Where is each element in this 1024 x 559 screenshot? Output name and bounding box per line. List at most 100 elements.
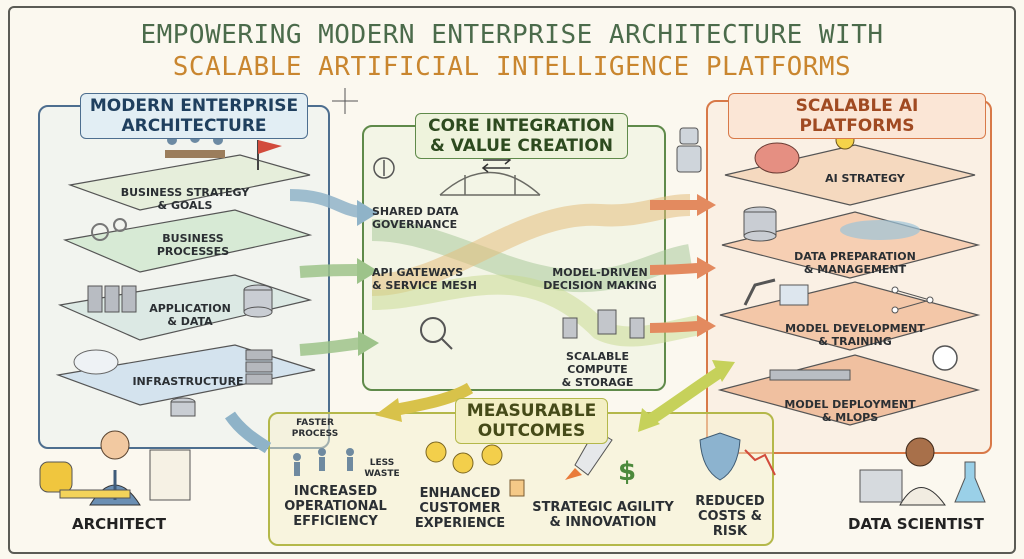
brain-icon (754, 142, 800, 174)
magnifier-icon (420, 317, 453, 350)
item-scalable-compute: SCALABLE COMPUTE & STORAGE (535, 350, 660, 389)
layer-application-line1: APPLICATION (149, 302, 231, 315)
layer-application-line2: & DATA (167, 315, 213, 328)
data-scientist-figure (899, 437, 946, 506)
downtrend-chart-icon (744, 449, 776, 476)
model-driven-line2: DECISION MAKING (543, 279, 657, 292)
layer-strategy-line1: BUSINESS STRATEGY (120, 186, 250, 199)
ai-data-line1: DATA PREPARATION (794, 250, 916, 263)
monitor-icon (779, 284, 809, 306)
efficiency-line2: OPERATIONAL (284, 499, 387, 514)
arrow-integration-to-outcomes (393, 382, 474, 416)
costs-line1: REDUCED (695, 494, 765, 509)
agility-line1: STRATEGIC AGILITY (532, 500, 674, 515)
storage-icon (170, 397, 196, 417)
ai-layer-label-data: DATA PREPARATION & MANAGEMENT (780, 250, 930, 276)
ai-layer-label-model-dev: MODEL DEVELOPMENT & TRAINING (775, 322, 935, 348)
less-waste-label: LESS WASTE (362, 458, 402, 480)
customer-line2: CUSTOMER (419, 501, 501, 516)
layer-label-strategy: BUSINESS STRATEGY & GOALS (115, 186, 255, 212)
outcomes-panel-title: MEASURABLE OUTCOMES (455, 398, 608, 444)
compute-line2: & STORAGE (561, 376, 634, 389)
thumbs-up-icon (509, 479, 525, 497)
governance-line1: SHARED DATA (372, 205, 459, 218)
less-waste-line2: WASTE (364, 469, 400, 479)
robot-icon (676, 127, 702, 173)
gears-icon (91, 218, 127, 241)
efficiency-line1: INCREASED (293, 484, 378, 499)
integration-band-1 (371, 219, 693, 293)
compass-icon (373, 157, 395, 179)
item-api-gateways: API GATEWAYS & SERVICE MESH (372, 266, 482, 292)
arrow-integration-to-model (649, 321, 701, 333)
customer-line3: EXPERIENCE (414, 516, 506, 531)
arrow-processes-to-integration (299, 264, 361, 278)
shield-icon (699, 432, 741, 481)
compass-rose-icon (332, 88, 358, 114)
ai-deploy-line2: & MLOPS (821, 411, 879, 424)
integration-band-3 (371, 274, 702, 347)
item-model-driven: MODEL-DRIVEN DECISION MAKING (540, 266, 660, 292)
pipeline-icon (769, 369, 851, 381)
layer-label-processes: BUSINESS PROCESSES (148, 232, 238, 258)
layer-processes-line2: PROCESSES (156, 245, 230, 258)
outcome-efficiency: INCREASED OPERATIONAL EFFICIENCY (278, 484, 393, 529)
ai-data-line2: & MANAGEMENT (803, 263, 907, 276)
data-storage-icon (743, 206, 777, 242)
architect-label: ARCHITECT (72, 515, 167, 533)
integration-title-line2: & VALUE CREATION (429, 136, 614, 156)
item-shared-data-governance: SHARED DATA GOVERNANCE (372, 205, 472, 231)
enterprise-layer-1 (67, 154, 311, 211)
robot-arm-icon (743, 278, 776, 306)
arrow-infra-to-outcomes (225, 411, 272, 454)
ai-model-dev-line1: MODEL DEVELOPMENT (785, 322, 925, 335)
layer-strategy-line2: & GOALS (157, 199, 213, 212)
arrow-outcomes-to-ai (646, 366, 724, 425)
outer-frame (8, 6, 1016, 554)
ai-deploy-line1: MODEL DEPLOYMENT (784, 398, 916, 411)
compute-line1: SCALABLE COMPUTE (566, 350, 629, 376)
outcomes-title-line1: MEASURABLE (466, 401, 597, 421)
compute-servers-icon (562, 309, 645, 339)
faster-process-label: FASTER PROCESS (291, 418, 339, 439)
smiley-faces-icon (425, 441, 503, 474)
cloud-icon (73, 349, 119, 375)
costs-line2: COSTS & RISK (697, 509, 763, 539)
flag-icon (257, 140, 282, 170)
outcome-reduced-costs: REDUCED COSTS & RISK (680, 494, 780, 539)
outcome-customer-experience: ENHANCED CUSTOMER EXPERIENCE (410, 486, 510, 531)
dollar-icon: $ (618, 457, 636, 487)
bridge-icon (439, 171, 541, 196)
network-icon (891, 286, 934, 314)
ai-layer-3 (719, 281, 981, 351)
customer-line1: ENHANCED (419, 486, 501, 501)
arrow-strategy-to-integration (289, 189, 361, 218)
clipboard-icon (149, 449, 191, 501)
ai-layer-1 (724, 144, 976, 206)
outcomes-title-line2: OUTCOMES (477, 421, 586, 441)
layer-label-application: APPLICATION & DATA (140, 302, 240, 328)
data-lake-icon (840, 220, 920, 240)
agility-line2: & INNOVATION (549, 515, 657, 530)
flask-icon (954, 461, 986, 503)
enterprise-title-line2: ARCHITECTURE (121, 116, 267, 136)
laptop-icon (859, 469, 903, 503)
ai-layer-4 (717, 354, 981, 426)
svg-text:$: $ (618, 457, 636, 487)
server-icons (87, 285, 137, 313)
governance-line2: GOVERNANCE (372, 218, 458, 231)
main-title-line2: SCALABLE ARTIFICIAL INTELLIGENCE PLATFOR… (172, 52, 852, 82)
integration-title-line1: CORE INTEGRATION (428, 116, 615, 136)
enterprise-title-line1: MODERN ENTERPRISE (89, 96, 299, 116)
main-title-line1: EMPOWERING MODERN ENTERPRISE ARCHITECTUR… (140, 20, 884, 50)
api-line2: & SERVICE MESH (372, 279, 477, 292)
ai-layer-label-deployment: MODEL DEPLOYMENT & MLOPS (775, 398, 925, 424)
ai-platforms-panel-title: SCALABLE AI PLATFORMS (728, 93, 986, 139)
tape-measure-icon (39, 461, 131, 499)
clock-icon (932, 345, 958, 371)
enterprise-panel-title: MODERN ENTERPRISE ARCHITECTURE (80, 93, 308, 139)
efficiency-line3: EFFICIENCY (293, 514, 378, 529)
database-icon (243, 284, 273, 318)
layer-label-infrastructure: INFRASTRUCTURE (132, 375, 244, 388)
